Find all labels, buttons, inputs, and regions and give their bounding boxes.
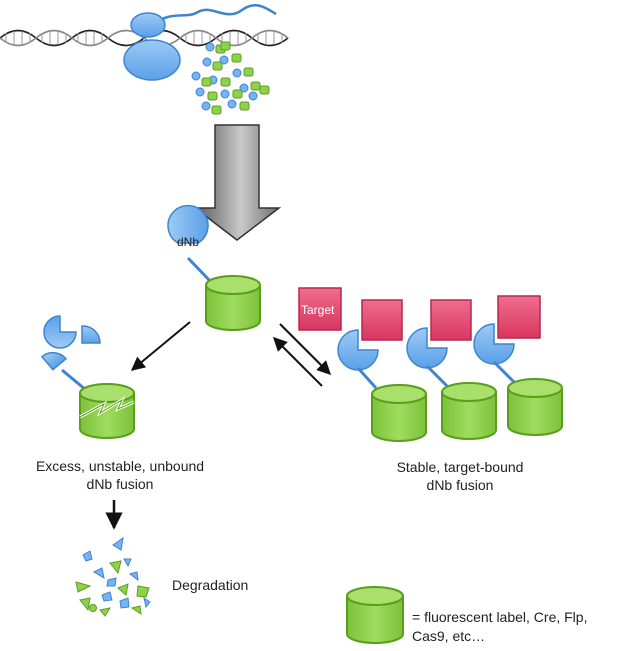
stable-fusion-caption-line2: dNb fusion: [426, 477, 494, 493]
unstable-fusion-caption-line2: dNb fusion: [86, 476, 154, 492]
binding-forward-arrow: [279, 323, 331, 375]
degradation-fragments: [75, 536, 151, 617]
legend-text-line2: Cas9, etc…: [412, 628, 486, 644]
dnb-label: dNb: [177, 235, 200, 249]
ribosome: [123, 12, 181, 81]
stable-fusions: [298, 287, 563, 442]
dnb-fusion-center: [167, 205, 261, 331]
production-arrow: [192, 124, 282, 241]
unstable-fusion-caption-line1: Excess, unstable, unbound: [35, 458, 205, 474]
legend-text-line1: = fluorescent label, Cre, Flp,: [412, 609, 588, 625]
legend-cylinder: [346, 586, 404, 644]
dna-helix: [0, 29, 289, 47]
degradation-label: Degradation: [172, 577, 249, 593]
translated-protein-cluster: [191, 41, 270, 115]
mrna-strand: [149, 4, 277, 29]
unstable-fusion: [40, 315, 135, 439]
target-label: Target: [301, 303, 335, 317]
degradation-path-arrow: [130, 321, 191, 371]
binding-reverse-arrow: [273, 337, 323, 387]
stable-fusion-caption-line1: Stable, target-bound: [396, 459, 524, 475]
